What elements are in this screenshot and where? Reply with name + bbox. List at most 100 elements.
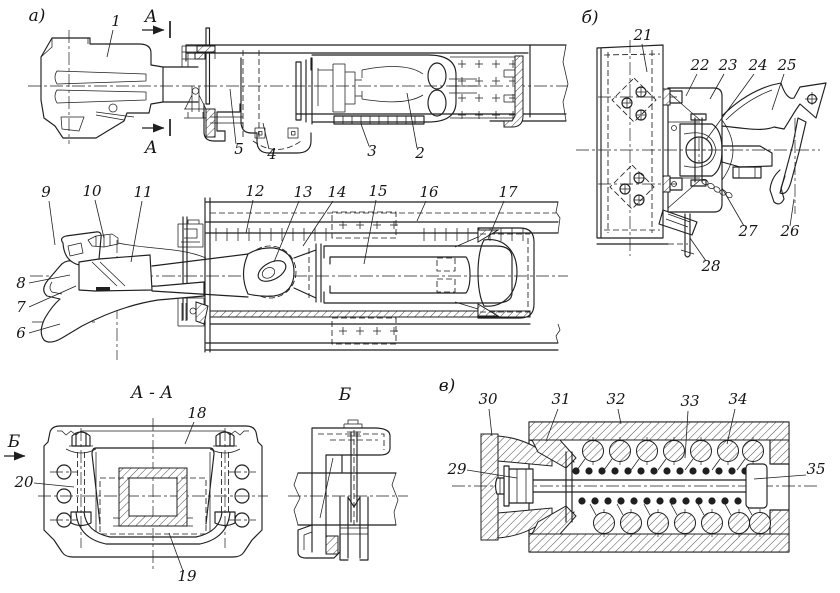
cone-and-wedges bbox=[480, 433, 577, 541]
front-draft-stop bbox=[240, 50, 312, 154]
leader-line-part-2 bbox=[406, 92, 418, 149]
section-title-b: Б bbox=[338, 385, 352, 405]
section-title-aa: А - А bbox=[130, 383, 173, 403]
view-bracket bbox=[576, 40, 827, 258]
part-label-33: 33 bbox=[680, 392, 699, 410]
leader-line-part-23 bbox=[709, 73, 725, 100]
view-plan bbox=[30, 197, 568, 360]
outer-spring-coils bbox=[576, 437, 771, 537]
part-label-31: 31 bbox=[551, 390, 570, 408]
part-label-18: 18 bbox=[187, 404, 206, 422]
view-side-elevation bbox=[28, 27, 569, 154]
part-label-8: 8 bbox=[16, 274, 26, 292]
leader-line-part-34 bbox=[726, 408, 736, 445]
leader-line-part-32 bbox=[617, 408, 622, 425]
section-letter-Б-2: Б bbox=[7, 432, 21, 452]
part-label-5: 5 bbox=[234, 140, 244, 158]
rack-strip bbox=[333, 115, 425, 125]
view-label-b: б) bbox=[581, 8, 598, 28]
view-section-b bbox=[288, 419, 408, 561]
yoke-plan bbox=[323, 245, 513, 304]
leader-line-part-1 bbox=[106, 29, 114, 58]
spring-plus-boxes-plan bbox=[331, 211, 398, 345]
part-label-35: 35 bbox=[806, 460, 825, 478]
part-label-26: 26 bbox=[779, 222, 800, 240]
spring-plus-field bbox=[449, 55, 524, 128]
striker-casting-section bbox=[43, 425, 263, 558]
leader-line-part-29 bbox=[466, 469, 518, 479]
leader-line-part-13 bbox=[273, 200, 300, 263]
part-label-3: 3 bbox=[367, 142, 377, 160]
leader-line-part-9 bbox=[48, 200, 56, 246]
part-label-9: 9 bbox=[41, 183, 51, 201]
part-label-4: 4 bbox=[266, 145, 277, 163]
leader-line-part-8 bbox=[28, 274, 71, 284]
leader-line-part-30 bbox=[488, 408, 493, 437]
part-label-29: 29 bbox=[446, 460, 467, 478]
support-pin bbox=[658, 209, 698, 258]
leader-line-part-28 bbox=[689, 237, 707, 262]
part-label-30: 30 bbox=[478, 390, 498, 408]
rear-draft-pocket bbox=[454, 227, 535, 319]
part-label-20: 20 bbox=[13, 473, 34, 491]
part-label-1: 1 bbox=[111, 12, 121, 30]
leader-line-part-4 bbox=[262, 122, 270, 150]
part-label-13: 13 bbox=[293, 183, 312, 201]
part-label-14: 14 bbox=[327, 183, 346, 201]
rear-follower bbox=[745, 463, 768, 509]
leader-line-part-7 bbox=[28, 285, 77, 308]
part-label-25: 25 bbox=[776, 56, 796, 74]
part-label-21: 21 bbox=[632, 26, 652, 44]
follower-plate-side bbox=[295, 57, 313, 125]
head-body-plan bbox=[78, 254, 153, 292]
view-label-v: в) bbox=[439, 376, 456, 396]
yoke-and-draft-gear-side bbox=[311, 54, 457, 123]
leader-line-part-6 bbox=[28, 323, 61, 334]
shank-pin-boss bbox=[242, 245, 297, 299]
part-label-23: 23 bbox=[717, 56, 737, 74]
inner-spring-coils bbox=[572, 467, 755, 505]
leader-line-part-27 bbox=[721, 187, 745, 227]
part-label-16: 16 bbox=[419, 183, 439, 201]
part-label-32: 32 bbox=[606, 390, 625, 408]
leader-line-part-17 bbox=[487, 200, 505, 240]
leader-line-part-25 bbox=[771, 73, 785, 111]
leader-line-part-26 bbox=[789, 198, 795, 227]
part-label-24: 24 bbox=[747, 56, 767, 74]
leader-line-part-11 bbox=[130, 200, 143, 263]
wedge-follower bbox=[293, 243, 322, 303]
leader-line-part-16 bbox=[416, 200, 427, 222]
leader-line-part-3 bbox=[360, 123, 370, 147]
view-section-aa bbox=[38, 418, 268, 572]
leader-line-part-19 bbox=[168, 532, 184, 572]
coupler-head-side bbox=[40, 37, 164, 139]
part-label-17: 17 bbox=[498, 183, 518, 201]
part-label-10: 10 bbox=[82, 182, 102, 200]
view-draft-gear bbox=[452, 421, 818, 553]
end-beam bbox=[596, 44, 688, 245]
part-label-28: 28 bbox=[700, 257, 720, 275]
leader-line-part-24 bbox=[705, 73, 755, 141]
leader-line-part-14 bbox=[302, 200, 334, 247]
lever-lower-rod bbox=[769, 117, 807, 205]
part-label-12: 12 bbox=[245, 182, 264, 200]
section-letter-А-1: А bbox=[144, 138, 158, 158]
part-label-27: 27 bbox=[737, 222, 758, 240]
coupler-head-plan bbox=[40, 231, 249, 343]
leader-line-part-22 bbox=[685, 73, 698, 97]
view-label-a: а) bbox=[29, 6, 46, 26]
maintenance-bracket-boxes bbox=[177, 219, 209, 327]
leader-line-part-5 bbox=[229, 88, 237, 145]
leader-line-part-33 bbox=[684, 410, 689, 459]
part-label-34: 34 bbox=[728, 390, 747, 408]
leader-line-part-35 bbox=[753, 474, 807, 480]
shank-cross-section bbox=[113, 467, 193, 527]
lever-bracket bbox=[662, 87, 723, 213]
part-label-22: 22 bbox=[689, 56, 709, 74]
small-knuckle bbox=[60, 231, 102, 266]
leader-line-part-15 bbox=[363, 199, 377, 265]
support-saddle bbox=[75, 477, 231, 545]
